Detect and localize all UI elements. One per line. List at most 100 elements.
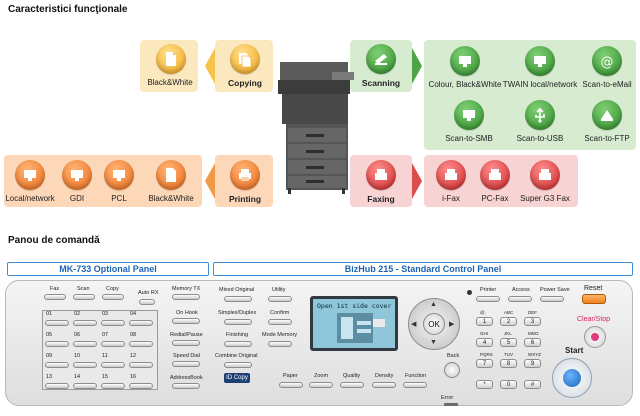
onetouch-number: 13 <box>46 374 53 380</box>
back-button[interactable] <box>444 362 460 378</box>
quality-label: Quality <box>343 373 361 379</box>
ifax-icon <box>436 160 466 190</box>
scan-target-label: Scan-to-eMail <box>582 80 632 89</box>
mixed-original-label: Mixed Original <box>219 287 255 293</box>
scan-target-label: Scan-to-FTP <box>584 134 630 143</box>
confirm-button[interactable] <box>268 319 292 325</box>
fax-mode-button[interactable] <box>44 294 66 300</box>
mode-memory-button[interactable] <box>268 341 292 347</box>
up-arrow-icon[interactable]: ▲ <box>430 301 437 308</box>
start-icon <box>563 369 581 387</box>
reset-label: Reset <box>584 285 603 292</box>
onetouch-number: 09 <box>46 353 53 359</box>
right-arrow-icon[interactable]: ▶ <box>449 321 455 328</box>
standard-panel-title: BizHub 215 - Standard Control Panel <box>213 262 633 276</box>
keypad-key-7[interactable]: 7 <box>476 359 493 368</box>
onetouch-key-06[interactable] <box>73 341 97 347</box>
keypad-key-0[interactable]: 0 <box>500 380 517 389</box>
memory-tx-button[interactable] <box>172 294 200 300</box>
color-scan-icon <box>450 46 480 76</box>
gdi-icon <box>62 160 92 190</box>
reset-button[interactable] <box>582 294 606 304</box>
onetouch-key-15[interactable] <box>101 383 125 389</box>
onetouch-key-05[interactable] <box>45 341 69 347</box>
fax-key-label: Fax <box>50 286 60 292</box>
onetouch-key-01[interactable] <box>45 320 69 326</box>
paper-button[interactable] <box>279 382 303 388</box>
keypad-key-*[interactable]: * <box>476 380 493 389</box>
onetouch-key-11[interactable] <box>101 362 125 368</box>
on-hook-button[interactable] <box>172 318 200 324</box>
fax-target-label: Super G3 Fax <box>520 194 570 203</box>
zoom-button[interactable] <box>309 382 333 388</box>
density-button[interactable] <box>372 382 396 388</box>
onetouch-key-14[interactable] <box>73 383 97 389</box>
print-source-label: Local/network <box>5 194 55 203</box>
onetouch-number: 11 <box>102 353 108 359</box>
left-arrow-icon[interactable]: ◀ <box>411 321 417 328</box>
mode-memory-label: Mode Memory <box>262 332 298 338</box>
scan-arrow <box>412 48 422 84</box>
power-save-button[interactable] <box>540 296 564 302</box>
onetouch-number: 03 <box>102 311 109 317</box>
combine-original-button[interactable] <box>224 362 252 368</box>
printer-icon <box>230 160 260 190</box>
stop-icon <box>591 333 599 341</box>
optional-panel-title: MK-733 Optional Panel <box>7 262 209 276</box>
copy-arrow <box>205 48 215 84</box>
utility-button[interactable] <box>268 296 292 302</box>
printer-button[interactable] <box>476 296 500 302</box>
keypad-key-8[interactable]: 8 <box>500 359 517 368</box>
speed-dial-label: Speed Dial <box>173 353 200 359</box>
speed-dial-button[interactable] <box>172 361 200 367</box>
finishing-button[interactable] <box>224 341 252 347</box>
simplex-duplex-button[interactable] <box>224 319 252 325</box>
onetouch-key-12[interactable] <box>129 362 153 368</box>
onetouch-key-16[interactable] <box>129 383 153 389</box>
keypad-key-6[interactable]: 6 <box>524 338 541 347</box>
functional-heading: Caracteristici funcţionale <box>8 4 128 15</box>
ok-button[interactable]: OK <box>423 313 445 335</box>
onetouch-key-08[interactable] <box>129 341 153 347</box>
keypad-key-1[interactable]: 1 <box>476 317 493 326</box>
scanning-label: Scanning <box>361 78 401 88</box>
print-source-label: Black&White <box>148 194 194 203</box>
copy-key-label: Copy <box>106 286 119 292</box>
onetouch-key-03[interactable] <box>101 320 125 326</box>
printer-led <box>467 290 472 295</box>
keypad-key-3[interactable]: 3 <box>524 317 541 326</box>
combine-original-label: Combine Original <box>215 353 258 359</box>
auto-rx-button[interactable] <box>139 299 155 305</box>
onetouch-key-10[interactable] <box>73 362 97 368</box>
scan-mode-button[interactable] <box>73 294 95 300</box>
panel-heading: Panou de comandă <box>8 235 100 246</box>
keypad-key-9[interactable]: 9 <box>524 359 541 368</box>
lcd-message: Open 1st side cover <box>317 302 392 310</box>
scan-target-label: TWAIN local/network <box>502 80 578 89</box>
keypad-key-4[interactable]: 4 <box>476 338 493 347</box>
redial-pause-button[interactable] <box>172 340 200 346</box>
onetouch-number: 02 <box>74 311 81 317</box>
printer-label: Printer <box>480 287 497 293</box>
auto-rx-label: Auto RX <box>138 290 159 296</box>
onetouch-key-13[interactable] <box>45 383 69 389</box>
onetouch-key-02[interactable] <box>73 320 97 326</box>
function-button[interactable] <box>403 382 427 388</box>
onetouch-key-09[interactable] <box>45 362 69 368</box>
copy-mode-button[interactable] <box>102 294 124 300</box>
onetouch-number: 01 <box>46 311 53 317</box>
id-copy-button[interactable]: ID Copy <box>224 373 250 383</box>
keypad-key-5[interactable]: 5 <box>500 338 517 347</box>
quality-button[interactable] <box>340 382 364 388</box>
down-arrow-icon[interactable]: ▼ <box>430 339 437 346</box>
onetouch-key-04[interactable] <box>129 320 153 326</box>
onetouch-key-07[interactable] <box>101 341 125 347</box>
address-book-button[interactable] <box>172 383 200 389</box>
function-label: Function <box>405 373 427 379</box>
printing-label: Printing <box>228 194 262 204</box>
access-button[interactable] <box>508 296 532 302</box>
fax-icon <box>366 160 396 190</box>
keypad-key-#[interactable]: # <box>524 380 541 389</box>
keypad-key-2[interactable]: 2 <box>500 317 517 326</box>
mixed-original-button[interactable] <box>224 296 252 302</box>
